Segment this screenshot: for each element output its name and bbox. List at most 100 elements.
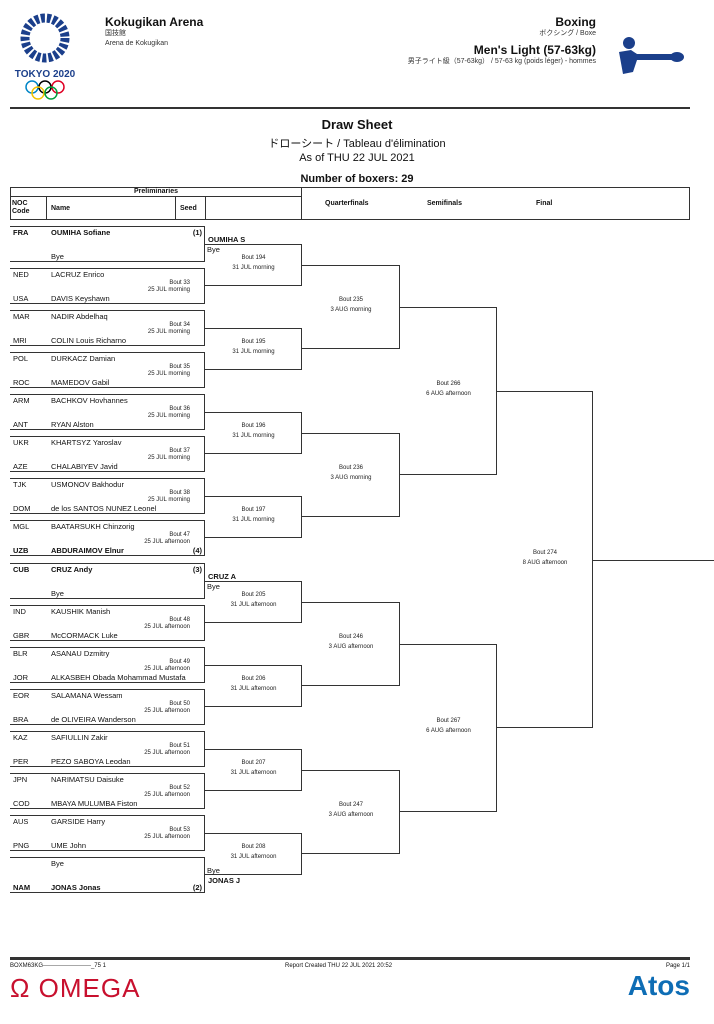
- seed-header: Seed: [180, 205, 197, 212]
- boxer-name: KHARTSYZ Yaroslav: [51, 438, 122, 447]
- noc-code: BLR: [13, 649, 28, 658]
- boxer-name: ALKASBEH Obada Mohammad Mustafa: [51, 673, 186, 682]
- bout-number: Bout 47: [169, 532, 190, 538]
- page-subtitle: ドローシート / Tableau d'élimination: [268, 138, 446, 150]
- noc-code: DOM: [13, 504, 31, 513]
- noc-code: MRI: [13, 336, 27, 345]
- round16-box: [205, 412, 302, 454]
- bout-number: Bout 267: [436, 718, 461, 724]
- bout-time: 25 JUL morning: [147, 287, 190, 293]
- advancing-boxer: CRUZ A: [208, 572, 237, 581]
- boxer-name: BACHKOV Hovhannes: [51, 396, 128, 405]
- bye-note: Bye: [207, 866, 220, 875]
- boxer-name: DAVIS Keyshawn: [51, 294, 110, 303]
- boxer-name: CRUZ Andy: [51, 565, 93, 574]
- round16-box: [205, 581, 302, 623]
- boxer-name: PEZO SABOYA Leodan: [51, 757, 131, 766]
- prelim-bout-box: [10, 226, 205, 262]
- prelim-bout-box: [10, 394, 205, 430]
- bout-number: Bout 247: [338, 802, 364, 808]
- bout-number: Bout 35: [169, 364, 190, 370]
- semifinal-box: [400, 307, 497, 475]
- prelim-bout-box: [10, 647, 205, 683]
- bye-note: Bye: [207, 245, 220, 254]
- boxer-name: SAFIULLIN Zakir: [51, 733, 108, 742]
- bout-time: 31 JUL afternoon: [230, 770, 277, 776]
- noc-code: PNG: [13, 841, 30, 850]
- noc-code: CUB: [13, 565, 30, 574]
- bout-number: Bout 195: [241, 339, 266, 345]
- noc-code: PER: [13, 757, 29, 766]
- bout-time: 3 AUG afternoon: [328, 644, 374, 650]
- sport-name: Boxing: [555, 15, 596, 29]
- noc-code: COD: [13, 799, 30, 808]
- bout-time: 3 AUG morning: [330, 475, 372, 481]
- boxer-name: de OLIVEIRA Wanderson: [51, 715, 136, 724]
- advancing-boxer: JONAS J: [208, 876, 241, 885]
- bout-time: 25 JUL afternoon: [144, 834, 190, 840]
- atos-logo: Atos: [627, 970, 690, 1001]
- venue-fr: Arena de Kokugikan: [105, 40, 169, 47]
- boxing-pictogram-icon: [619, 37, 684, 74]
- boxer-name: BAATARSUKH Chinzorig: [51, 522, 135, 531]
- noc-code: NED: [13, 270, 29, 279]
- noc-code: USA: [13, 294, 29, 303]
- olympic-rings-icon: [25, 80, 65, 100]
- bout-number: Bout 197: [241, 507, 266, 513]
- advancing-boxer: OUMIHA S: [208, 235, 246, 244]
- boxer-name: NARIMATSU Daisuke: [51, 775, 124, 784]
- boxer-name: MAMEDOV Gabil: [51, 378, 110, 387]
- bout-number: Bout 36: [169, 406, 190, 412]
- noc-code: IND: [13, 607, 26, 616]
- bout-time: 6 AUG afternoon: [426, 728, 471, 734]
- boxer-name: JONAS Jonas: [51, 883, 101, 892]
- bout-number: Bout 246: [338, 634, 364, 640]
- quarterfinal-box: [302, 602, 400, 686]
- prelim-bout-box: [10, 815, 205, 851]
- noc-code: KAZ: [13, 733, 28, 742]
- boxer-name: ABDURAIMOV Elnur: [51, 546, 124, 555]
- prelim-header-divider: [10, 196, 302, 197]
- prelim-bout-box: [10, 857, 205, 893]
- bout-number: Bout 37: [169, 448, 190, 454]
- boxer-name: McCORMACK Luke: [51, 631, 118, 640]
- report-code: BOXM63KG------------------------_75 1: [10, 963, 106, 969]
- noc-code: MAR: [13, 312, 30, 321]
- boxer-name: Bye: [51, 589, 64, 598]
- prelim-bout-box: [10, 268, 205, 304]
- header-rule: [10, 107, 690, 109]
- noc-code: TJK: [13, 480, 27, 489]
- bout-time: 25 JUL afternoon: [144, 708, 190, 714]
- bout-time: 31 JUL morning: [232, 433, 275, 439]
- venue-block: Kokugikan Arena 国技館 Arena de Kokugikan: [105, 15, 203, 49]
- boxer-name: SALAMANA Wessam: [51, 691, 123, 700]
- prelim-bout-box: [10, 563, 205, 599]
- boxer-name: DURKACZ Damian: [51, 354, 116, 363]
- prelim-bout-box: [10, 478, 205, 514]
- round16-box: [205, 833, 302, 875]
- footer-rule: [10, 957, 690, 960]
- bout-time: 31 JUL morning: [232, 349, 275, 355]
- bout-number: Bout 51: [169, 743, 190, 749]
- prelim-bout-box: [10, 731, 205, 767]
- boxer-name: LACRUZ Enrico: [51, 270, 105, 279]
- boxer-name: de los SANTOS NUNEZ Leonel: [51, 504, 157, 513]
- bout-number: Bout 49: [169, 659, 190, 665]
- bout-number: Bout 48: [169, 617, 190, 623]
- bout-time: 25 JUL afternoon: [144, 539, 190, 545]
- tokyo-emblem-icon: [20, 13, 70, 63]
- bout-number: Bout 236: [338, 465, 364, 471]
- quarterfinal-box: [302, 770, 400, 854]
- noc-code: GBR: [13, 631, 30, 640]
- seed: (4): [192, 546, 202, 555]
- bout-time: 25 JUL morning: [147, 329, 190, 335]
- noc-code: JOR: [13, 673, 28, 682]
- bout-time: 6 AUG afternoon: [426, 391, 471, 397]
- boxer-name: COLIN Louis Richarno: [51, 336, 127, 345]
- noc-code: NAM: [13, 883, 31, 892]
- noc-code: UKR: [13, 438, 29, 447]
- bout-time: 31 JUL morning: [232, 517, 275, 523]
- bout-time: 25 JUL afternoon: [144, 792, 190, 798]
- round16-box: [205, 665, 302, 707]
- col-divider: [205, 196, 206, 220]
